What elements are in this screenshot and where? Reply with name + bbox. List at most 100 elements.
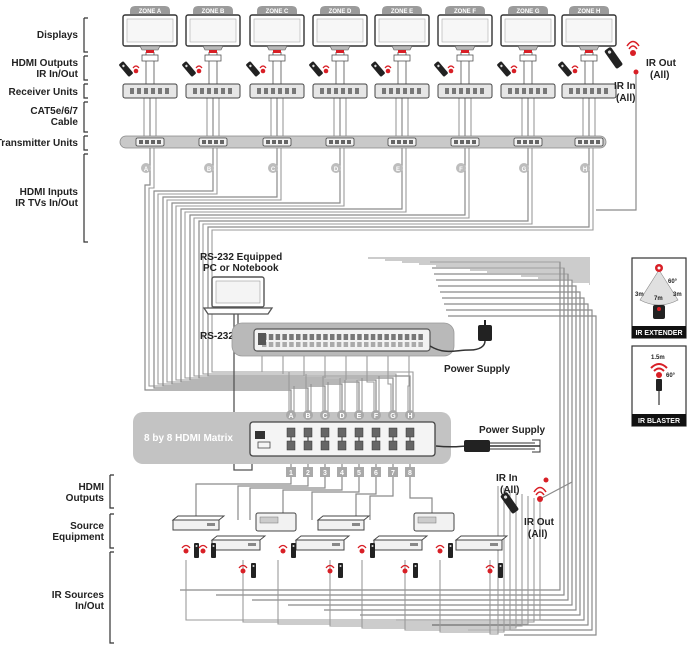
receiver-port: [452, 88, 456, 94]
display-ir-sensor: [461, 50, 469, 53]
receiver-port: [165, 88, 169, 94]
transmitter-port: [535, 140, 539, 144]
distribution-port: [330, 334, 335, 340]
matrix-output-number-text: 6: [374, 470, 378, 477]
matrix-output-number-text: 5: [357, 470, 361, 477]
matrix-input-port: [337, 427, 347, 438]
distribution-port: [275, 334, 281, 340]
ir-blaster-icon: [371, 61, 385, 77]
distribution-rs232-port: [258, 333, 266, 345]
display-panel: [565, 18, 613, 43]
display-stand: [266, 45, 288, 51]
hdmi-output-cable: [311, 464, 360, 520]
receiver-port: [221, 88, 225, 94]
distribution-port: [316, 334, 321, 340]
distribution-port: [336, 334, 342, 340]
receiver-port: [144, 88, 148, 94]
ir-receiver-icon: [132, 65, 140, 74]
ir-extender-angle: 60°: [668, 279, 678, 285]
distribution-port: [302, 342, 308, 347]
transmitter-port: [460, 140, 464, 144]
receiver-port: [320, 88, 324, 94]
zone-tab-label: ZONE E: [391, 9, 413, 15]
ir-source-cable: [242, 498, 535, 623]
transmitter-port: [335, 140, 339, 144]
hdmi-output-cable: [237, 464, 309, 520]
ir-extender-title: IR EXTENDER: [635, 330, 682, 337]
display-ir-sensor: [336, 50, 344, 53]
ir-receiver-icon: [571, 65, 579, 74]
source-device-top: [372, 535, 429, 541]
transmitter-letter-c: C: [268, 163, 278, 173]
ir-return-cable: [288, 279, 573, 606]
matrix-input-letter-text: A: [288, 413, 293, 420]
source-ir-blaster-icon: [251, 563, 256, 578]
distribution-matrix-cable: [366, 356, 375, 412]
transmitter-bar: [119, 135, 607, 149]
ir-receiver-bottom-icon: [533, 477, 549, 502]
power-supply-2-label: Power Supply: [479, 425, 546, 436]
matrix-output-number-text: 4: [340, 470, 344, 477]
ir-blaster-bottom-icon: [500, 492, 519, 514]
source-device: [454, 535, 509, 551]
distribution-port: [268, 342, 274, 347]
source-ir-icon: [238, 563, 256, 578]
matrix-output-port: [286, 440, 296, 451]
display-stand: [454, 45, 476, 51]
zone-c: ZONE C: [246, 6, 305, 99]
distribution-port: [309, 334, 315, 340]
matrix-output-8: 8: [405, 467, 415, 477]
receiver-port: [158, 88, 162, 94]
zone-tab: [569, 6, 609, 14]
transmitter-letter-g: G: [519, 163, 529, 173]
source-device: [294, 535, 351, 551]
receiver-port: [130, 88, 134, 94]
source-device-top: [294, 535, 351, 541]
receiver-port: [445, 88, 449, 94]
distribution-port: [357, 342, 362, 347]
transmitter-port: [409, 140, 413, 144]
zone-tab: [508, 6, 548, 14]
receiver-port: [417, 88, 421, 94]
ir-blaster-angle: 60°: [666, 373, 676, 379]
display-ir-sensor: [273, 50, 281, 53]
zone-tab-label: ZONE H: [578, 9, 601, 15]
rs232-label: RS-232: [200, 331, 234, 342]
transmitter-port: [454, 140, 458, 144]
matrix-input-b: B: [303, 410, 313, 420]
transmitter-port: [151, 140, 155, 144]
cat-cable: [206, 98, 220, 136]
matrix-output-port: [303, 440, 313, 451]
label-receiver-units: Receiver Units: [9, 87, 79, 98]
receiver-unit: [374, 83, 430, 99]
zone-tab: [193, 6, 233, 14]
ir-source-cable: [439, 488, 505, 633]
receiver-port: [543, 88, 547, 94]
distribution-matrix-cable: [407, 356, 410, 412]
display-ir-sensor: [524, 50, 532, 53]
matrix-input-port: [286, 427, 296, 438]
matrix-input-a: A: [286, 410, 296, 420]
receiver-port: [264, 88, 268, 94]
receiver-unit: [561, 83, 617, 99]
receiver-port: [348, 88, 352, 94]
source-device-body: [172, 519, 220, 531]
source-device-top: [210, 535, 267, 541]
cat-cable: [270, 98, 284, 136]
transmitter-units: [135, 137, 604, 147]
cat-cable: [143, 98, 157, 136]
distribution-port: [323, 334, 328, 340]
source-device: [413, 512, 455, 532]
receiver-port: [515, 88, 519, 94]
matrix-output-port: [320, 440, 330, 451]
ir-extender-dist-left: 3m: [635, 292, 644, 298]
transmitter-letter-text: H: [583, 167, 587, 173]
source-device-display: [490, 543, 498, 546]
ir-bottom-group: IR In(All) IR Out(All): [496, 473, 555, 540]
receiver-port: [576, 88, 580, 94]
source-ir-icon: [357, 543, 375, 558]
